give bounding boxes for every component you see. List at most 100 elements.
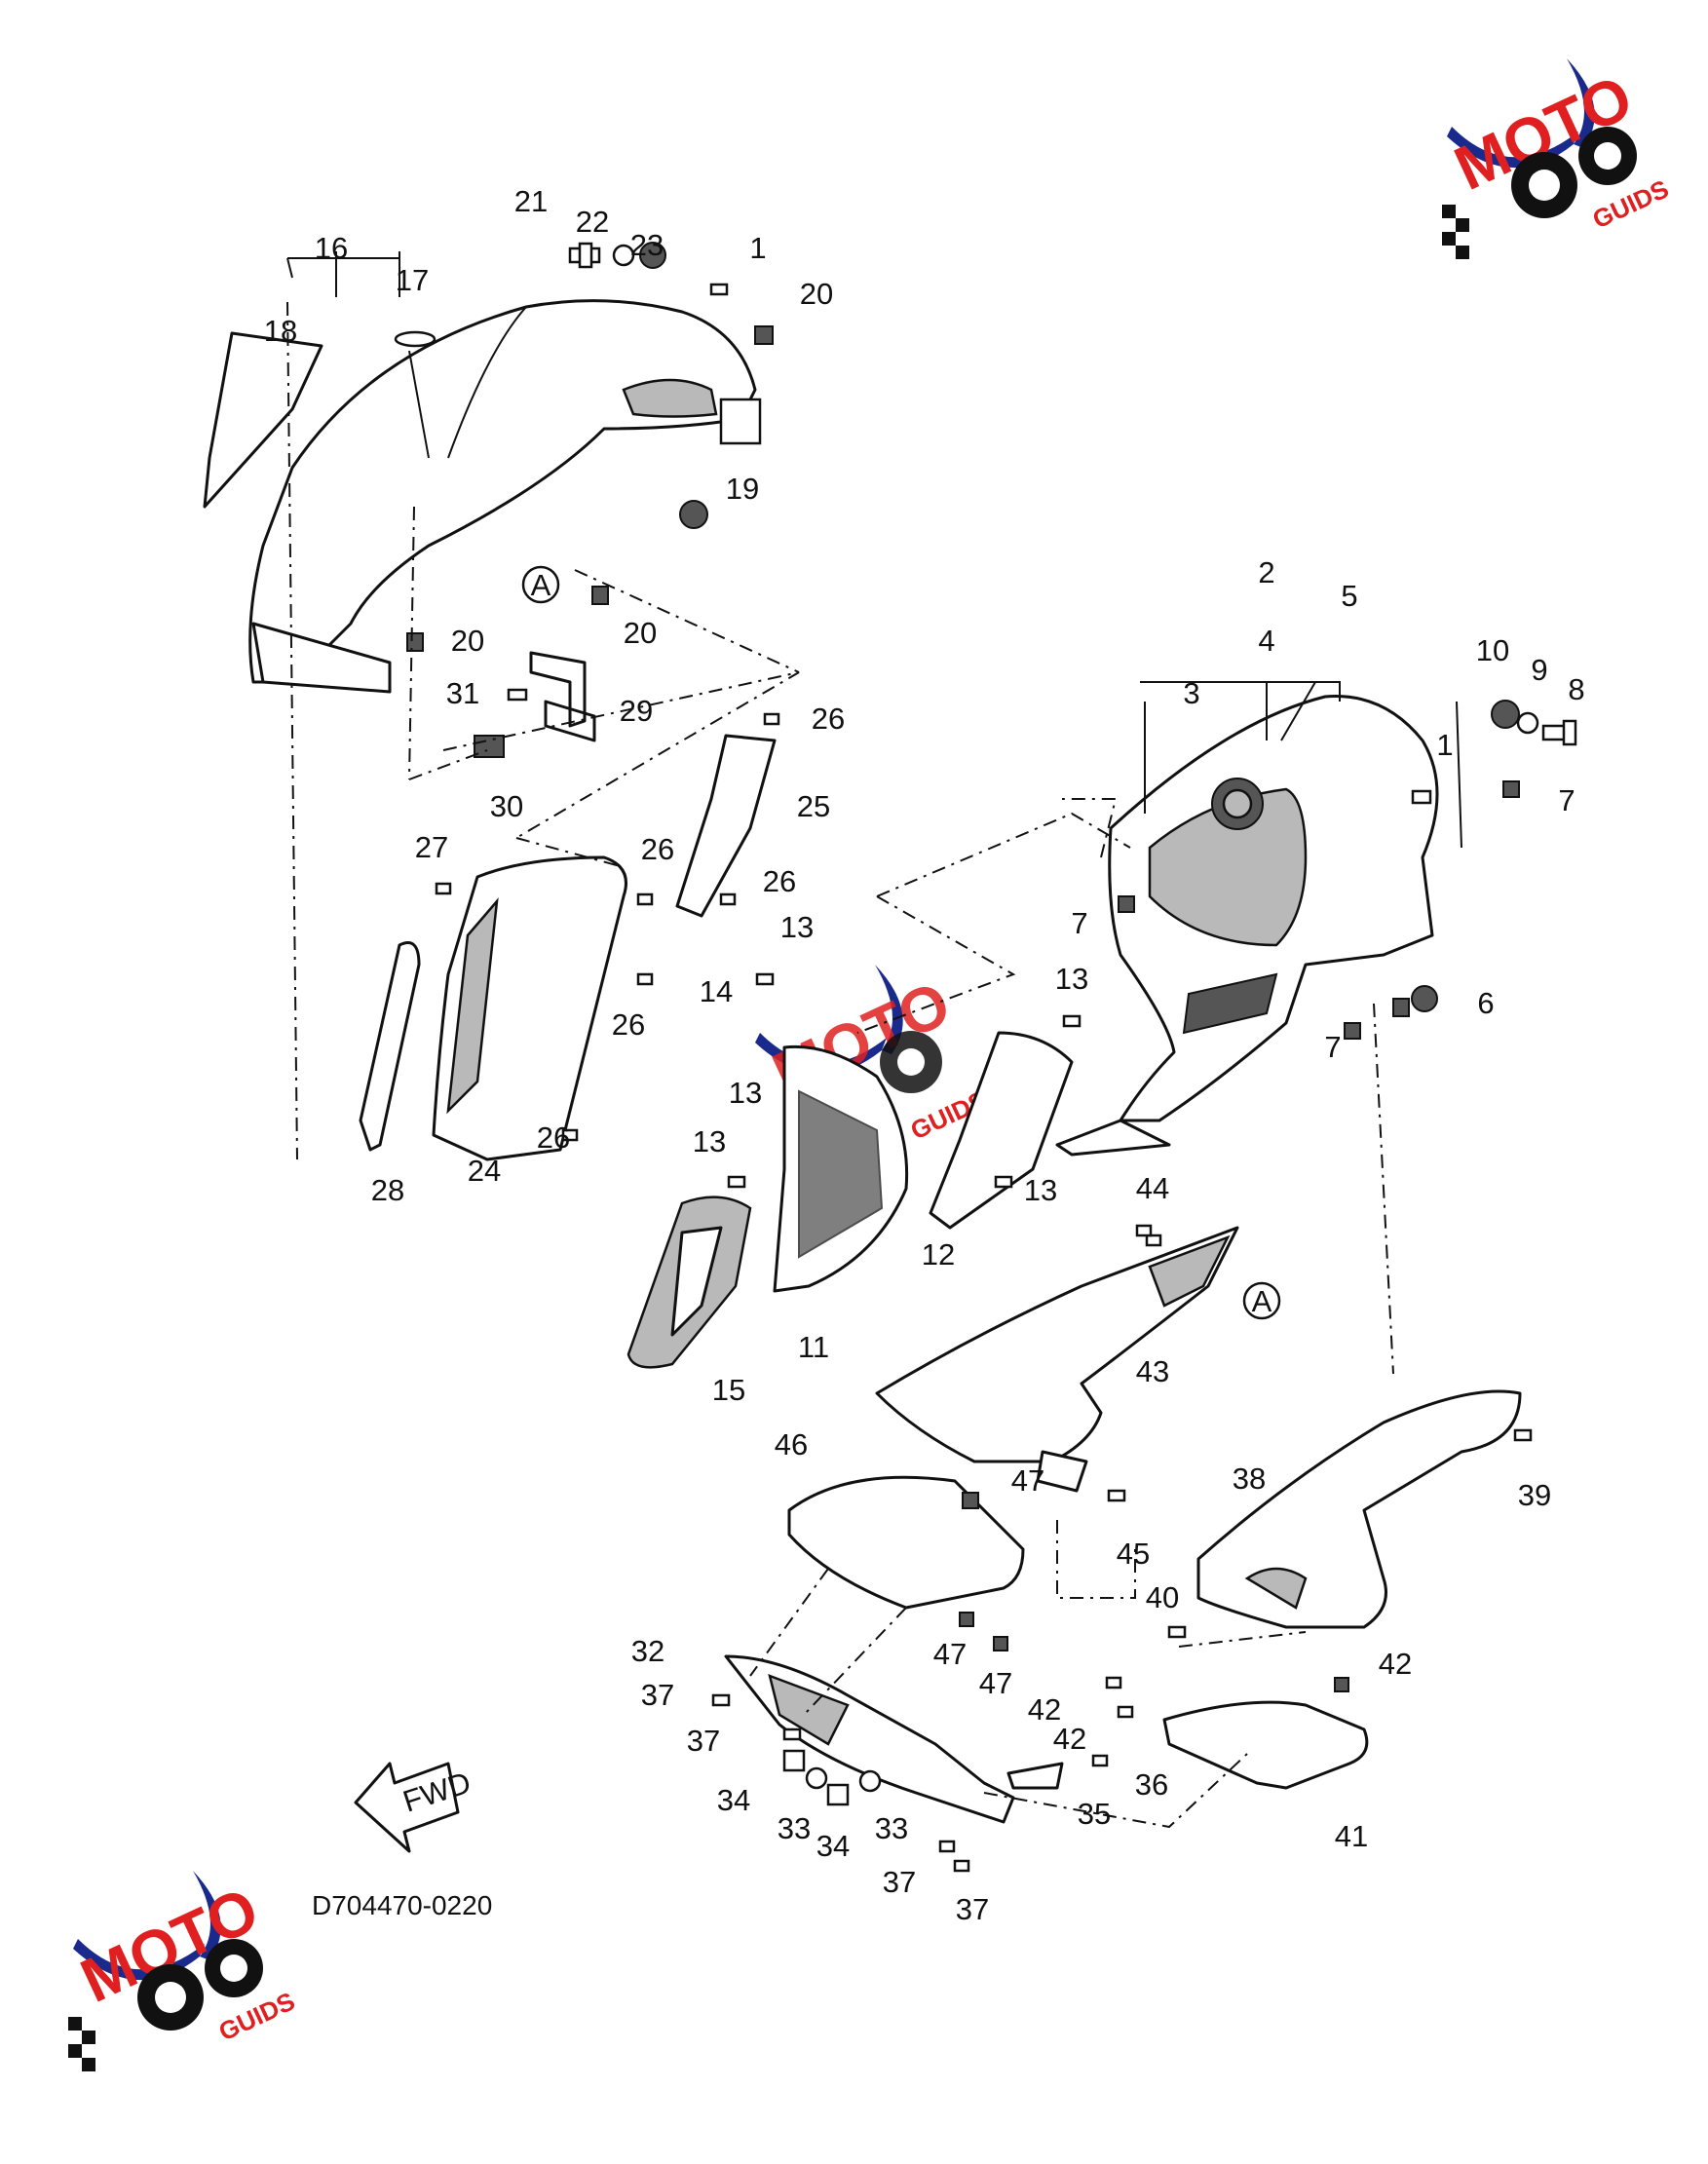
part-20-clip-mid [591,586,609,605]
part-46-inner-panel [787,1475,1025,1610]
part-8-bolt [1541,719,1577,746]
callout: 1 [749,231,766,265]
part-20-clip-left [406,632,424,652]
callout: 7 [1558,783,1575,817]
callout: 20 [451,624,484,658]
callout: 7 [1324,1030,1341,1064]
callout: 10 [1476,633,1509,667]
callout: 19 [726,472,759,506]
callout: 37 [883,1865,916,1899]
callout: 38 [1233,1462,1266,1496]
callout: 29 [620,694,653,728]
callout: 25 [797,789,830,823]
part-25-side-strip [675,734,777,918]
callout: 14 [700,974,733,1008]
part-30-clip [474,735,505,758]
callout: 34 [717,1783,750,1817]
callout: 47 [1011,1463,1044,1498]
callout: 26 [537,1120,570,1155]
part-38-side-under-cowl [1196,1389,1522,1629]
callout-labels: 21 22 23 1 20 16 17 18 19 20 20 31 29 30… [264,184,1585,1926]
callout: 21 [514,184,548,218]
callout: 47 [979,1666,1012,1700]
part-21-bolt [568,242,601,269]
part-1-screw-top [709,283,729,296]
callout: 46 [775,1427,808,1462]
diagram-code: D704470-0220 [312,1890,492,1920]
callout: 13 [693,1124,726,1158]
part-43-under-cowl [875,1226,1239,1463]
callout: 16 [315,231,348,265]
part-29-bracket [529,651,596,742]
callout: 13 [1055,962,1088,996]
callout: 44 [1136,1171,1169,1205]
moto-guids-logo-top: MOTO GUIDS [1442,58,1673,259]
part-9-washer [1516,711,1539,735]
callout: 41 [1335,1819,1368,1853]
callout: 40 [1146,1580,1179,1614]
callout: 13 [780,910,814,944]
part-22-washer [612,244,635,267]
callout: 37 [687,1724,720,1758]
callout: 17 [396,263,429,297]
fwd-arrow: FWD [354,1762,474,1853]
part-23-nut [639,242,666,269]
callout: 15 [712,1373,745,1407]
callout: 33 [875,1811,908,1845]
callout: 33 [778,1811,811,1845]
part-32-lower-cowl [724,1654,1015,1824]
callout: 8 [1568,672,1584,706]
callout: 42 [1028,1692,1061,1727]
callout: 31 [446,676,479,710]
callout: 45 [1117,1537,1150,1571]
callout: 26 [641,832,674,866]
callout: 12 [922,1237,955,1272]
callout: 23 [630,228,664,262]
svg-text:A: A [531,568,551,602]
part-35-bracket [1006,1762,1064,1790]
callout: 26 [612,1007,645,1042]
callout: 34 [816,1829,850,1863]
callout: 2 [1258,555,1274,589]
callout: 4 [1258,624,1274,658]
callout: 26 [812,702,845,736]
callout: 47 [933,1637,967,1671]
callout: 43 [1136,1354,1169,1388]
callout: 11 [798,1330,829,1364]
part-31-screw [507,688,528,702]
callout: 18 [264,314,297,348]
callout: 39 [1518,1478,1551,1512]
part-17-grommet [394,330,436,348]
part-6-grommet [1411,985,1438,1012]
callout: 42 [1053,1722,1086,1756]
callout: 6 [1477,986,1494,1020]
ref-marker-a-top: A [521,565,560,604]
callout: 26 [763,864,796,898]
callout: 27 [415,830,448,864]
callout: 7 [1071,906,1087,940]
ref-marker-a-bottom: A [1242,1281,1281,1320]
callout: 3 [1183,676,1199,710]
callout: 5 [1341,579,1357,613]
part-12-side-trim [929,1031,1074,1230]
callout: 13 [729,1076,762,1110]
callout: 37 [641,1678,674,1712]
callout: 24 [468,1154,501,1188]
part-18-decal [203,331,323,509]
callout: 28 [371,1173,404,1207]
part-16-front-cowling [248,299,757,684]
moto-guids-logo-bottom: MOTO GUIDS [68,1871,299,2071]
callout: 22 [576,205,609,239]
callout: 20 [624,616,657,650]
callout: 37 [956,1892,989,1926]
svg-text:A: A [1252,1284,1272,1318]
callout: 36 [1135,1767,1168,1802]
part-19-grommet [679,500,708,529]
callout: 20 [800,277,833,311]
callout: 1 [1436,728,1453,762]
part-28-inner-panel [359,941,421,1152]
callout: 32 [631,1634,664,1668]
part-20-clip-top [754,325,774,345]
callout: 13 [1024,1173,1057,1207]
